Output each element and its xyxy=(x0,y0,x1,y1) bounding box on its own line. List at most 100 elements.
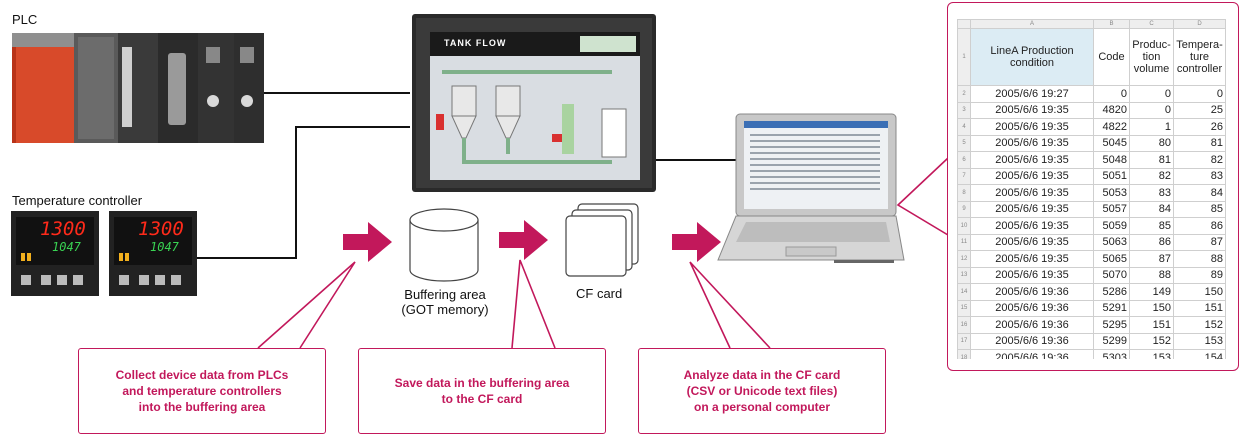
table-cell: 87 xyxy=(1173,233,1226,251)
table-cell: 2005/6/6 19:35 xyxy=(970,250,1094,268)
table-cell: 26 xyxy=(1173,118,1226,136)
table-cell: 2005/6/6 19:35 xyxy=(970,167,1094,185)
header-code: Code xyxy=(1093,28,1130,86)
cf-card-icon xyxy=(565,203,639,277)
table-cell: 5065 xyxy=(1093,250,1130,268)
table-cell: 0 xyxy=(1173,85,1226,103)
table-cell: 2005/6/6 19:35 xyxy=(970,233,1094,251)
temperature-controller-image xyxy=(11,211,197,296)
controller-1-top-value: 1300 xyxy=(40,218,86,240)
table-cell: 5291 xyxy=(1093,299,1130,317)
table-cell: 1 xyxy=(1129,118,1174,136)
table-cell: 2005/6/6 19:35 xyxy=(970,200,1094,218)
table-cell: 86 xyxy=(1129,233,1174,251)
table-cell: 85 xyxy=(1173,200,1226,218)
table-cell: 2005/6/6 19:36 xyxy=(970,283,1094,301)
table-cell: 2005/6/6 19:36 xyxy=(970,299,1094,317)
table-cell: 2005/6/6 19:35 xyxy=(970,217,1094,235)
table-cell: 5053 xyxy=(1093,184,1130,202)
table-cell: 5059 xyxy=(1093,217,1130,235)
controller-2-bottom-value: 1047 xyxy=(150,240,179,254)
table-cell: 2005/6/6 19:35 xyxy=(970,118,1094,136)
table-cell: 153 xyxy=(1173,332,1226,350)
callout-analyze-data: Analyze data in the CF card (CSV or Unic… xyxy=(638,348,886,434)
table-cell: 2005/6/6 19:36 xyxy=(970,316,1094,334)
callout-1-pointer xyxy=(257,261,356,349)
table-cell: 2005/6/6 19:35 xyxy=(970,151,1094,169)
table-cell: 80 xyxy=(1129,134,1174,152)
laptop-image xyxy=(717,113,905,263)
table-cell: 83 xyxy=(1129,184,1174,202)
table-cell: 5063 xyxy=(1093,233,1130,251)
spreadsheet: A B C D 1 LineA Production condition Cod… xyxy=(957,19,1235,359)
table-cell: 0 xyxy=(1129,85,1174,103)
table-cell: 152 xyxy=(1129,332,1174,350)
controller-1-bottom-value: 1047 xyxy=(52,240,81,254)
spreadsheet-column-letters: A B C D xyxy=(957,19,1226,29)
callout-2-pointer xyxy=(511,259,556,349)
table-cell: 151 xyxy=(1173,299,1226,317)
cf-card-label: CF card xyxy=(576,286,623,301)
table-cell: 5299 xyxy=(1093,332,1130,350)
table-cell: 88 xyxy=(1129,266,1174,284)
table-cell: 2005/6/6 19:36 xyxy=(970,332,1094,350)
controller-2-top-value: 1300 xyxy=(138,218,184,240)
table-cell: 82 xyxy=(1173,151,1226,169)
table-cell: 5070 xyxy=(1093,266,1130,284)
table-cell: 151 xyxy=(1129,316,1174,334)
table-cell: 5048 xyxy=(1093,151,1130,169)
table-cell: 152 xyxy=(1173,316,1226,334)
spreadsheet-header-row: 1 LineA Production condition Code Produc… xyxy=(957,28,1226,86)
header-temperature-controller: Tempera-ture controller xyxy=(1173,28,1226,86)
header-production-condition: LineA Production condition xyxy=(970,28,1094,86)
table-cell: 153 xyxy=(1129,349,1174,359)
table-cell: 2005/6/6 19:35 xyxy=(970,184,1094,202)
buffering-area-label: Buffering area (GOT memory) xyxy=(401,287,489,317)
table-cell: 5051 xyxy=(1093,167,1130,185)
plc-label: PLC xyxy=(12,12,38,27)
got-screen-title: TANK FLOW xyxy=(444,38,507,48)
spreadsheet-table: A B C D 1 LineA Production condition Cod… xyxy=(957,19,1226,359)
table-cell: 85 xyxy=(1129,217,1174,235)
callout-save-data: Save data in the buffering area to the C… xyxy=(358,348,606,434)
table-cell: 5303 xyxy=(1093,349,1130,359)
flow-arrow-3 xyxy=(672,222,721,262)
table-cell: 4820 xyxy=(1093,101,1130,119)
table-cell: 25 xyxy=(1173,101,1226,119)
table-cell: 86 xyxy=(1173,217,1226,235)
table-cell: 2005/6/6 19:35 xyxy=(970,101,1094,119)
table-cell: 83 xyxy=(1173,167,1226,185)
table-cell: 5295 xyxy=(1093,316,1130,334)
got-panel-image xyxy=(412,14,656,192)
flow-arrow-2 xyxy=(499,220,548,260)
table-cell: 89 xyxy=(1173,266,1226,284)
table-cell: 150 xyxy=(1173,283,1226,301)
table-cell: 150 xyxy=(1129,299,1174,317)
callout-3-pointer xyxy=(689,261,771,349)
table-cell: 0 xyxy=(1129,101,1174,119)
table-cell: 5045 xyxy=(1093,134,1130,152)
table-cell: 81 xyxy=(1129,151,1174,169)
table-cell: 87 xyxy=(1129,250,1174,268)
table-cell: 2005/6/6 19:35 xyxy=(970,134,1094,152)
controller-cable xyxy=(180,126,410,259)
table-cell: 81 xyxy=(1173,134,1226,152)
table-cell: 82 xyxy=(1129,167,1174,185)
table-cell: 84 xyxy=(1173,184,1226,202)
plc-image xyxy=(12,33,264,143)
